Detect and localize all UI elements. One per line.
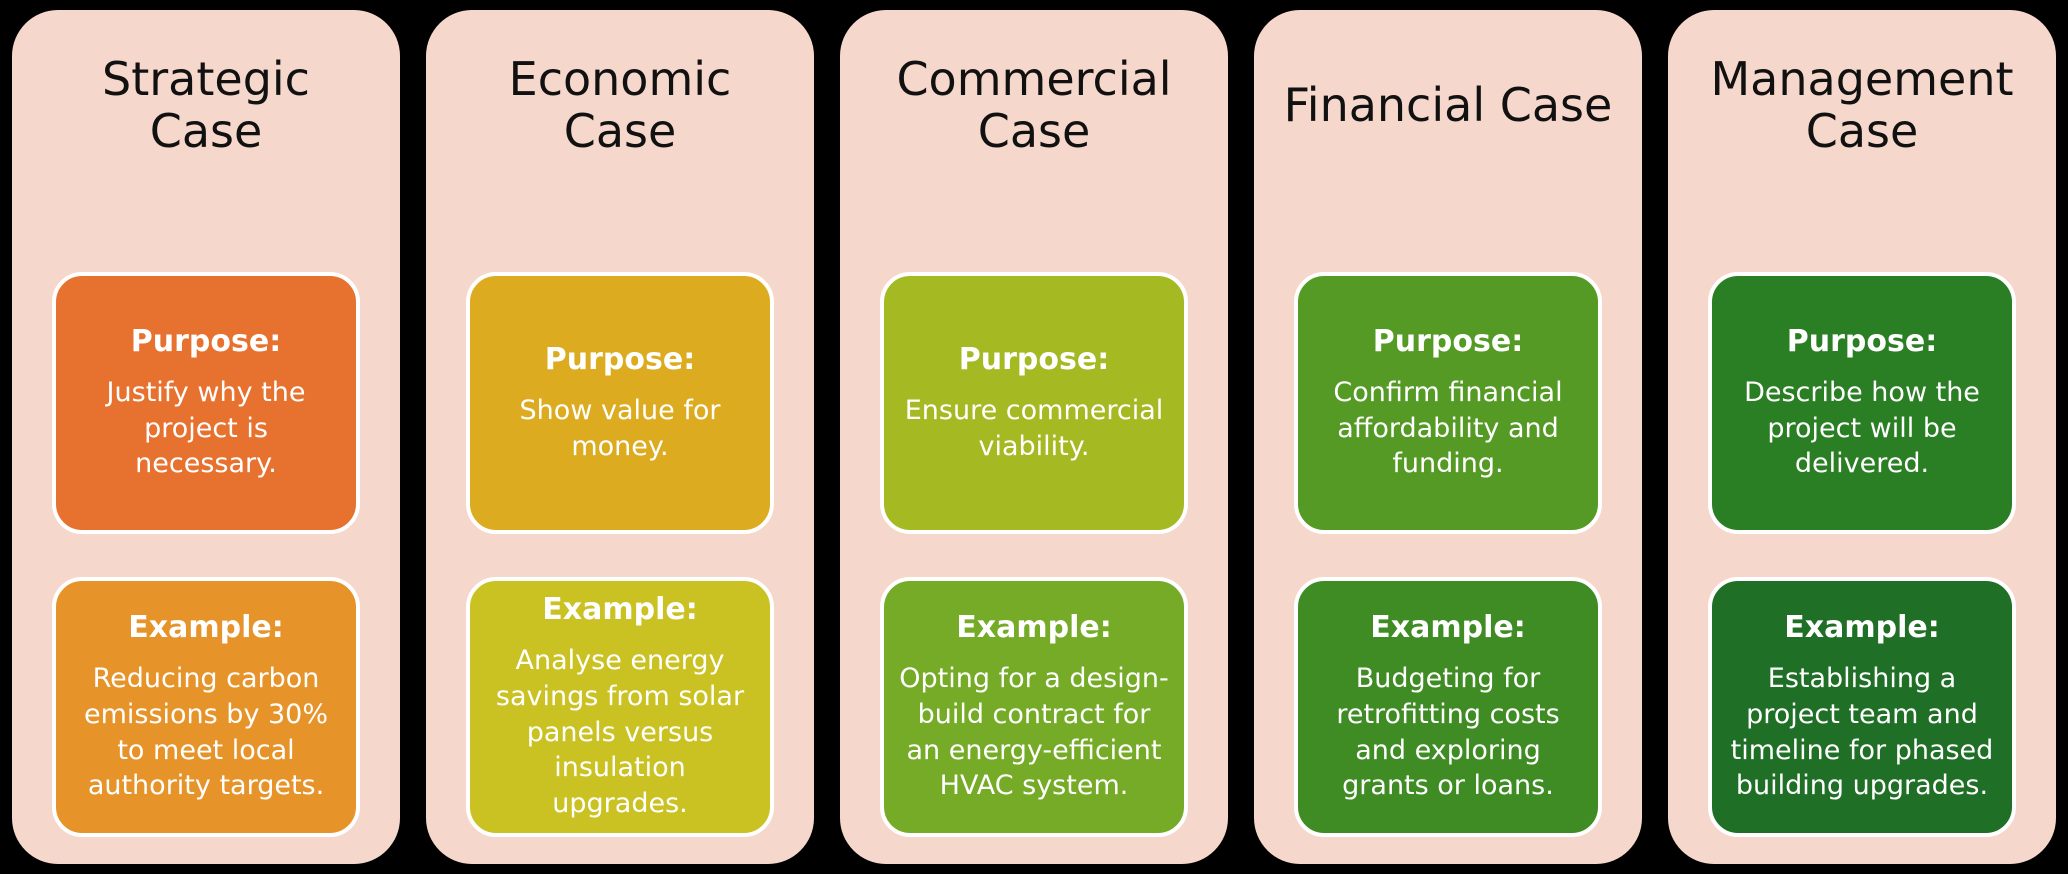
- example-label: Example:: [1370, 610, 1526, 646]
- purpose-label: Purpose:: [544, 341, 696, 377]
- example-label: Example:: [956, 610, 1112, 646]
- purpose-box: Purpose: Show value for money.: [466, 272, 774, 534]
- case-column-strategic: Strategic Case Purpose: Justify why the …: [12, 10, 400, 864]
- example-text: Opting for a design-build contract for a…: [899, 663, 1169, 802]
- case-title: Strategic Case: [102, 52, 310, 158]
- purpose-text: Describe how the project will be deliver…: [1744, 377, 1980, 480]
- example-text: Establishing a project team and timeline…: [1730, 663, 1994, 802]
- purpose-label: Purpose:: [130, 324, 282, 360]
- case-title: Management Case: [1710, 52, 2014, 158]
- example-label: Example:: [1784, 610, 1940, 646]
- case-title: Commercial Case: [896, 52, 1172, 158]
- example-text: Budgeting for retrofitting costs and exp…: [1336, 663, 1560, 802]
- example-box: Example: Budgeting for retrofitting cost…: [1294, 577, 1602, 837]
- purpose-label: Purpose:: [958, 341, 1110, 377]
- case-title: Economic Case: [508, 52, 732, 158]
- case-column-financial: Financial Case Purpose: Confirm financia…: [1254, 10, 1642, 864]
- purpose-text: Show value for money.: [519, 394, 721, 462]
- purpose-label: Purpose:: [1372, 324, 1524, 360]
- purpose-text: Ensure commercial viability.: [904, 394, 1164, 462]
- purpose-text: Confirm financial affordability and fund…: [1333, 377, 1563, 480]
- purpose-box: Purpose: Describe how the project will b…: [1708, 272, 2016, 534]
- example-label: Example:: [542, 592, 698, 628]
- example-text: Reducing carbon emissions by 30% to meet…: [83, 663, 329, 802]
- case-title: Financial Case: [1283, 78, 1613, 133]
- purpose-box: Purpose: Ensure commercial viability.: [880, 272, 1188, 534]
- purpose-text: Justify why the project is necessary.: [106, 377, 306, 480]
- purpose-box: Purpose: Justify why the project is nece…: [52, 272, 360, 534]
- example-label: Example:: [128, 610, 284, 646]
- case-column-economic: Economic Case Purpose: Show value for mo…: [426, 10, 814, 864]
- example-text: Analyse energy savings from solar panels…: [495, 645, 745, 819]
- case-column-management: Management Case Purpose: Describe how th…: [1668, 10, 2056, 864]
- purpose-box: Purpose: Confirm financial affordability…: [1294, 272, 1602, 534]
- example-box: Example: Analyse energy savings from sol…: [466, 577, 774, 837]
- example-box: Example: Establishing a project team and…: [1708, 577, 2016, 837]
- purpose-label: Purpose:: [1786, 324, 1938, 360]
- case-column-commercial: Commercial Case Purpose: Ensure commerci…: [840, 10, 1228, 864]
- example-box: Example: Reducing carbon emissions by 30…: [52, 577, 360, 837]
- example-box: Example: Opting for a design-build contr…: [880, 577, 1188, 837]
